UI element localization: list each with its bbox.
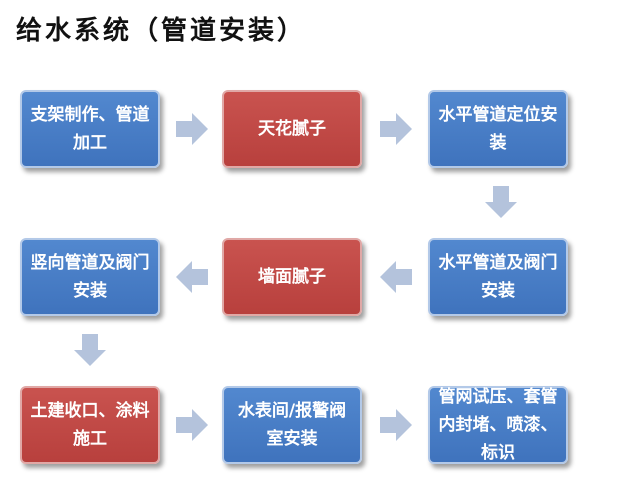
step-node: 墙面腻子 <box>222 238 362 316</box>
step-label: 天花腻子 <box>258 119 326 139</box>
arrow-right-icon <box>378 111 414 147</box>
step-node: 支架制作、管道加工 <box>20 90 160 168</box>
step-node: 竖向管道及阀门安装 <box>20 238 160 316</box>
step-node: 土建收口、涂料施工 <box>20 386 160 464</box>
step-node: 管网试压、套管内封堵、喷漆、标识 <box>428 386 568 464</box>
arrow-right-icon <box>174 111 210 147</box>
step-node: 水表间/报警阀室安装 <box>222 386 362 464</box>
step-label: 水平管道定位安装 <box>438 105 558 153</box>
step-label: 管网试压、套管内封堵、喷漆、标识 <box>438 387 558 463</box>
arrow-down-icon <box>483 184 519 220</box>
arrow-right-icon <box>174 407 210 443</box>
step-label: 竖向管道及阀门安装 <box>30 253 150 301</box>
arrow-left-icon <box>378 259 414 295</box>
step-label: 水平管道及阀门安装 <box>438 253 558 301</box>
step-node: 天花腻子 <box>222 90 362 168</box>
step-node: 水平管道及阀门安装 <box>428 238 568 316</box>
page-title: 给水系统（管道安装） <box>16 16 307 46</box>
arrow-right-icon <box>378 407 414 443</box>
step-label: 支架制作、管道加工 <box>30 105 150 153</box>
step-label: 水表间/报警阀室安装 <box>237 401 347 449</box>
step-label: 墙面腻子 <box>258 267 326 287</box>
step-label: 土建收口、涂料施工 <box>30 401 150 449</box>
step-node: 水平管道定位安装 <box>428 90 568 168</box>
arrow-down-icon <box>72 332 108 368</box>
arrow-left-icon <box>174 259 210 295</box>
